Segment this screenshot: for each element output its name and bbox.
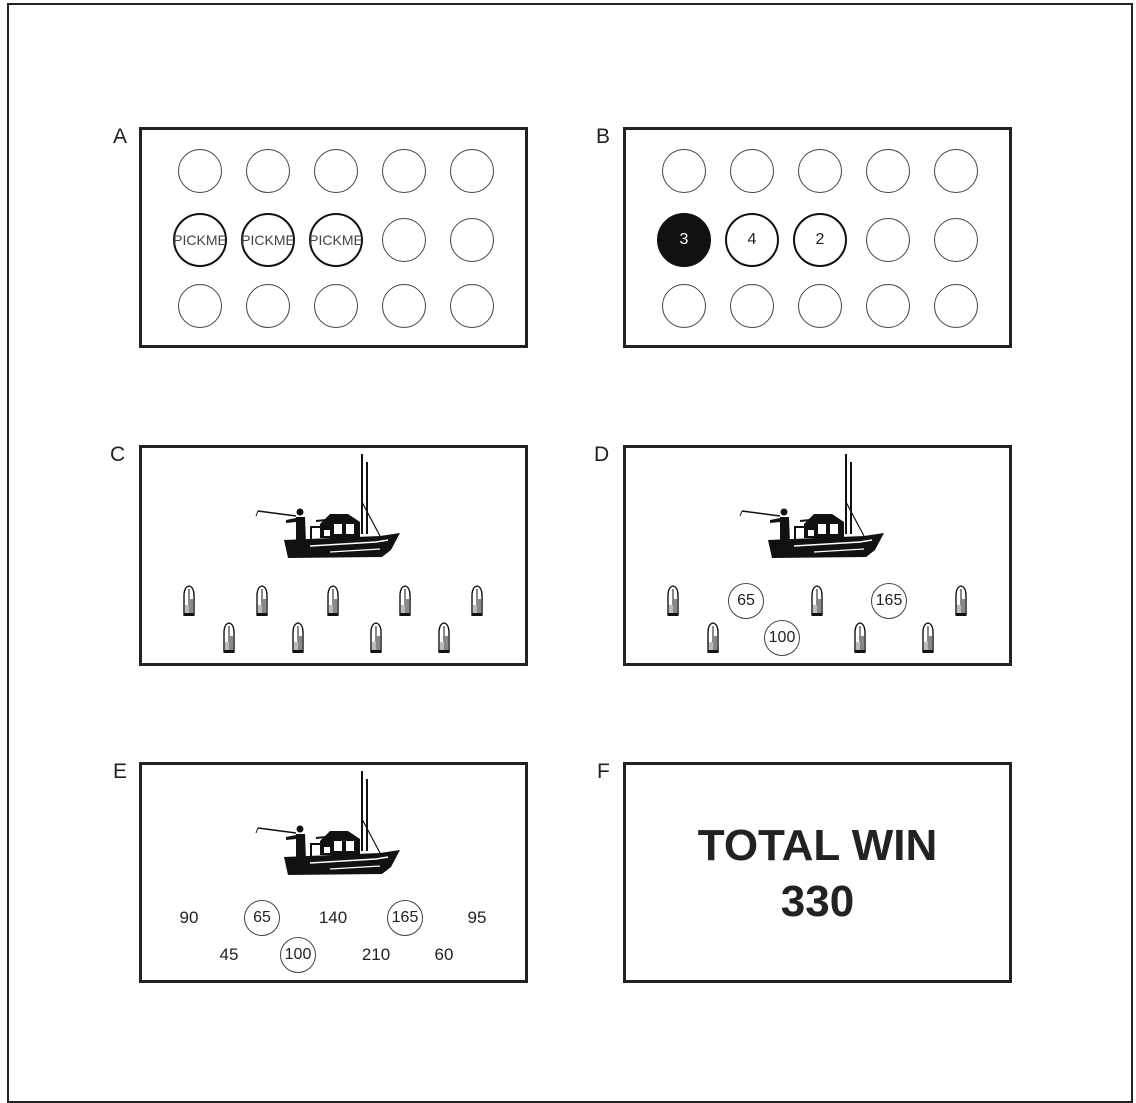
- fishing-lure-icon: [182, 585, 196, 617]
- pick-circle[interactable]: [934, 149, 978, 193]
- pick-circle[interactable]: [382, 284, 426, 328]
- prize-value: 60: [435, 945, 454, 965]
- fishing-lure-icon: [706, 622, 720, 654]
- pick-circle[interactable]: [314, 149, 358, 193]
- panel-d-label: D: [594, 443, 609, 467]
- fishing-lure-icon: [666, 585, 680, 617]
- fishing-boat-icon: [250, 454, 400, 569]
- pick-circle[interactable]: [450, 218, 494, 262]
- fishing-lure-icon: [437, 622, 451, 654]
- pick-circle[interactable]: [662, 284, 706, 328]
- pick-me-text: ME: [274, 233, 295, 248]
- pick-circle[interactable]: [246, 149, 290, 193]
- fishing-lure-icon: [222, 622, 236, 654]
- revealed-pick-circle[interactable]: 4: [725, 213, 779, 267]
- prize-value: 45: [220, 945, 239, 965]
- panel-f-label: F: [597, 760, 610, 784]
- pick-circle[interactable]: [798, 149, 842, 193]
- total-win-value: 330: [626, 877, 1009, 927]
- pick-circle[interactable]: [450, 284, 494, 328]
- panel-c-label: C: [110, 443, 125, 467]
- prize-value: 95: [468, 908, 487, 928]
- pick-circle[interactable]: [798, 284, 842, 328]
- revealed-pick-circle[interactable]: 3: [657, 213, 711, 267]
- pick-me-text: PICK: [241, 233, 274, 248]
- revealed-value-circle[interactable]: 165: [387, 900, 423, 936]
- revealed-value-circle[interactable]: 65: [728, 583, 764, 619]
- pick-circle[interactable]: [178, 149, 222, 193]
- pick-circle[interactable]: [246, 284, 290, 328]
- pick-circle[interactable]: [866, 284, 910, 328]
- pick-circle[interactable]: [178, 284, 222, 328]
- pick-circle[interactable]: [450, 149, 494, 193]
- fishing-lure-icon: [398, 585, 412, 617]
- fishing-boat-icon: [250, 771, 400, 886]
- fishing-lure-icon: [921, 622, 935, 654]
- fishing-lure-icon: [291, 622, 305, 654]
- revealed-value-circle[interactable]: 100: [764, 620, 800, 656]
- prize-value: 140: [319, 908, 347, 928]
- panel-e: 90 65 140 165 95 45 100 210 60: [139, 762, 528, 983]
- pick-circle[interactable]: [730, 149, 774, 193]
- pick-me-text: ME: [342, 233, 363, 248]
- total-win-label: TOTAL WIN: [626, 821, 1009, 871]
- panel-e-label: E: [113, 760, 127, 784]
- fishing-lure-icon: [470, 585, 484, 617]
- pick-me-text: ME: [206, 233, 227, 248]
- revealed-value-circle[interactable]: 65: [244, 900, 280, 936]
- pick-circle[interactable]: [866, 218, 910, 262]
- pick-circle[interactable]: [382, 218, 426, 262]
- pick-circle[interactable]: [730, 284, 774, 328]
- pick-me-text: PICK: [173, 233, 206, 248]
- revealed-pick-circle[interactable]: 2: [793, 213, 847, 267]
- prize-value: 210: [362, 945, 390, 965]
- pick-circle[interactable]: [934, 218, 978, 262]
- fishing-lure-icon: [326, 585, 340, 617]
- fishing-boat-icon: [734, 454, 884, 569]
- panel-f: TOTAL WIN 330: [623, 762, 1012, 983]
- pick-circle[interactable]: [314, 284, 358, 328]
- pick-circle[interactable]: [934, 284, 978, 328]
- panel-a-label: A: [113, 125, 127, 149]
- prize-value: 90: [180, 908, 199, 928]
- panel-b-label: B: [596, 125, 610, 149]
- pick-me-text: PICK: [309, 233, 342, 248]
- fishing-lure-icon: [369, 622, 383, 654]
- fishing-lure-icon: [853, 622, 867, 654]
- panel-d: 65 165 100: [623, 445, 1012, 666]
- pick-circle[interactable]: [662, 149, 706, 193]
- pick-circle[interactable]: [382, 149, 426, 193]
- revealed-value-circle[interactable]: 100: [280, 937, 316, 973]
- fishing-lure-icon: [255, 585, 269, 617]
- fishing-lure-icon: [954, 585, 968, 617]
- panel-c: [139, 445, 528, 666]
- revealed-value-circle[interactable]: 165: [871, 583, 907, 619]
- pick-circle[interactable]: [866, 149, 910, 193]
- fishing-lure-icon: [810, 585, 824, 617]
